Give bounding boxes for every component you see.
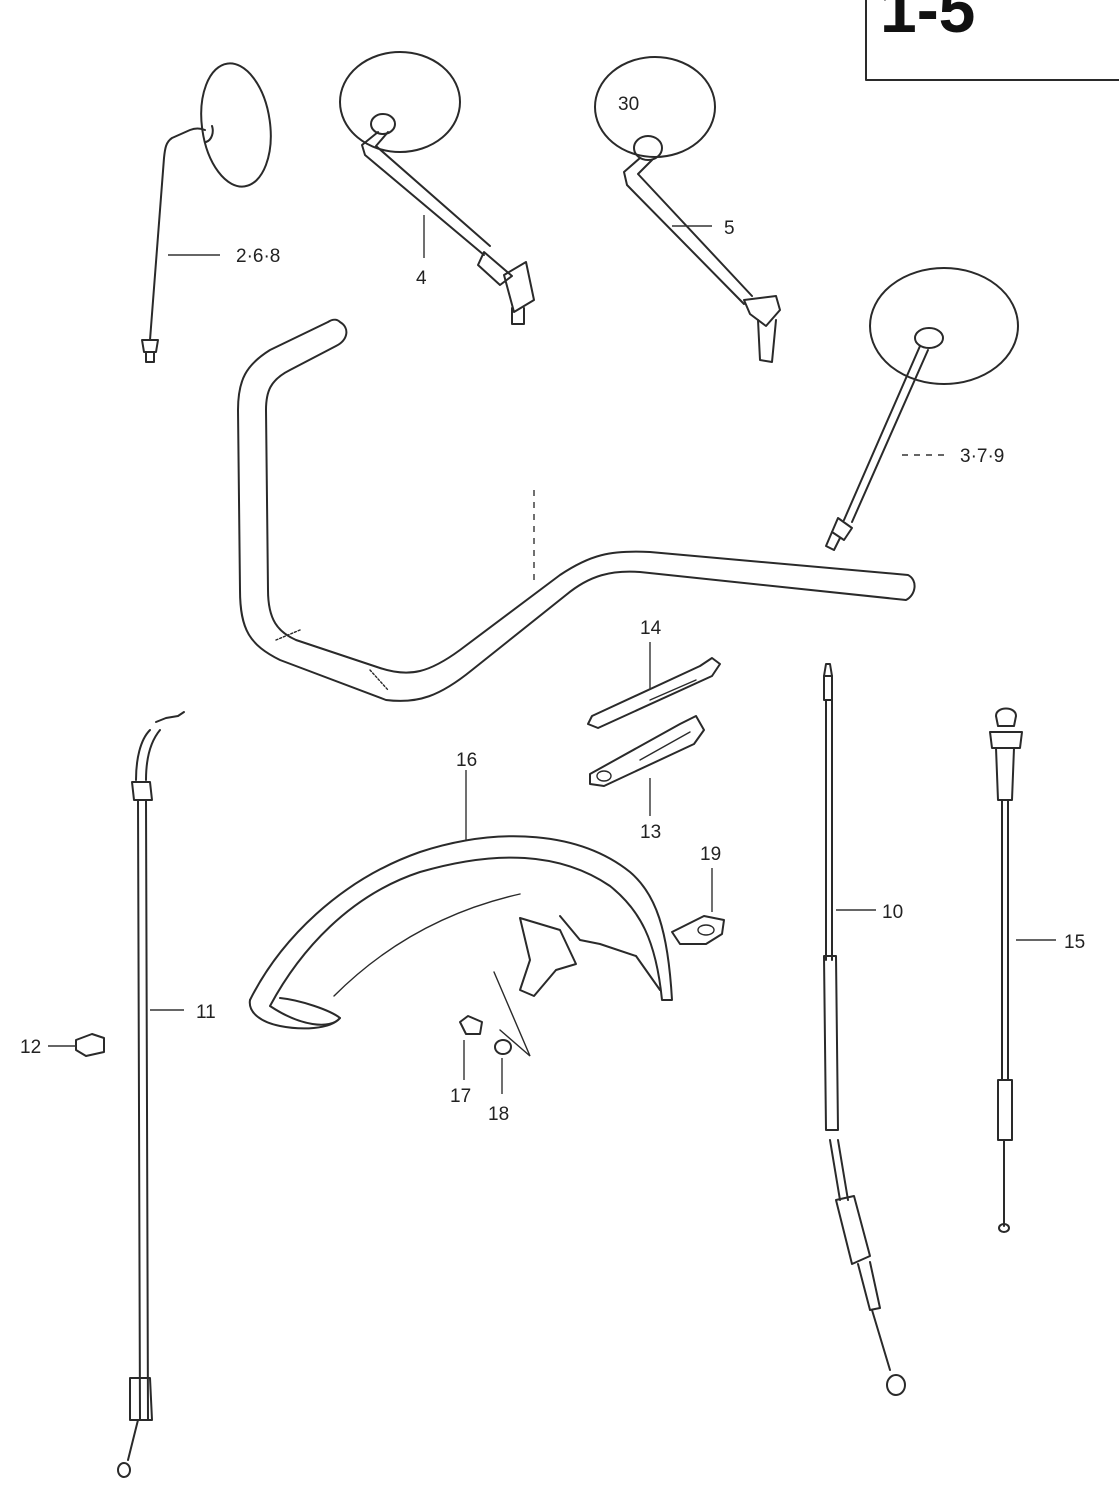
callout-mirror-4: 4 — [416, 268, 427, 289]
callout-choke-cable: 15 — [1064, 932, 1085, 953]
bolt-17: 17 — [450, 1015, 483, 1107]
callout-clutch-cable: 10 — [882, 902, 903, 923]
bracket-14: 14 — [587, 618, 721, 729]
throttle-cable: 11 — [117, 711, 216, 1478]
cable-clip: 12 — [20, 1033, 105, 1058]
callout-bolt: 17 — [450, 1086, 471, 1107]
callout-nut: 18 — [488, 1104, 509, 1125]
handlebar — [237, 318, 916, 702]
mirror-5: 30 5 — [594, 56, 781, 363]
nut-18: 18 — [488, 1039, 512, 1125]
callout-cable-clip: 12 — [20, 1037, 41, 1058]
callout-bracket-13: 13 — [640, 822, 661, 843]
mirror-left: 2·6·8 — [141, 62, 280, 363]
callout-fender: 16 — [456, 750, 477, 771]
bracket-13: 13 — [589, 715, 705, 843]
front-fender: 16 — [248, 750, 673, 1057]
callout-stay: 19 — [700, 844, 721, 865]
callout-throttle-cable: 11 — [196, 1002, 216, 1023]
callout-mirror-right: 3·7·9 — [960, 446, 1004, 467]
stay-19: 19 — [671, 844, 725, 945]
mirror-5-mark: 30 — [618, 94, 639, 115]
plate-label-box: 1-5 — [865, 0, 1119, 81]
mirror-right: 3·7·9 — [825, 267, 1019, 551]
callout-mirror-left: 2·6·8 — [236, 246, 280, 267]
callout-bracket-14: 14 — [640, 618, 662, 639]
clutch-cable: 10 — [823, 663, 906, 1396]
mirror-4: 4 — [339, 51, 535, 325]
choke-cable: 15 — [989, 707, 1085, 1233]
callout-mirror-5: 5 — [724, 218, 735, 239]
plate-label: 1-5 — [880, 0, 975, 46]
